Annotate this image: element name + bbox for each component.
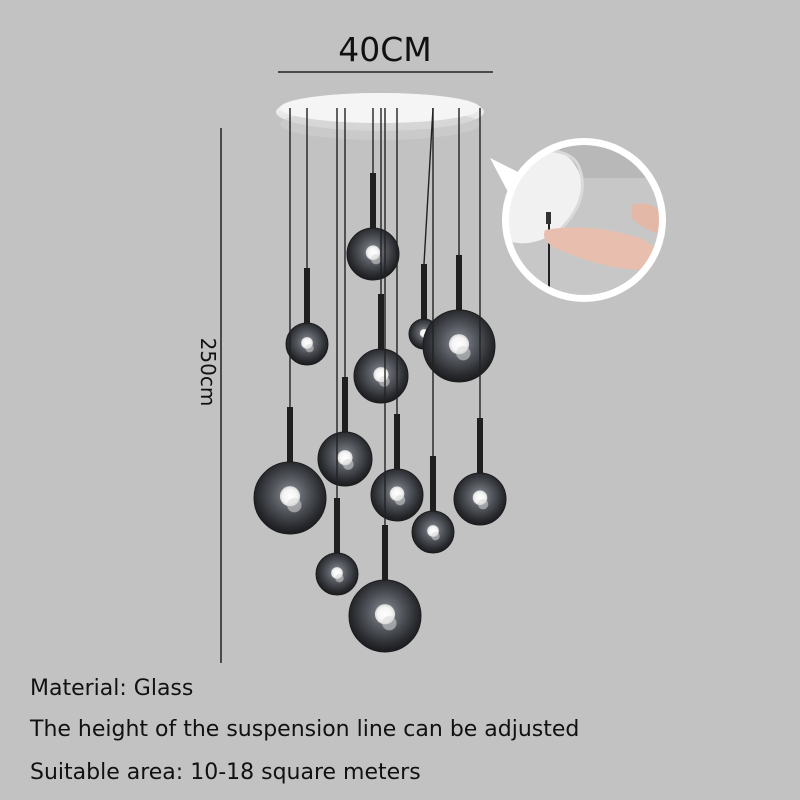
pendant-rod [456, 255, 462, 314]
pendant-rod [382, 525, 388, 584]
bulb-reflection [477, 499, 489, 510]
bulb-reflection [378, 376, 390, 387]
bulb-reflection [431, 532, 440, 541]
height-dimension-label: 250cm [196, 337, 220, 407]
spec-material: Material: Glass [30, 676, 194, 701]
bulb-reflection [342, 459, 354, 470]
pendant-rod [334, 498, 340, 557]
pendant-rod [287, 407, 293, 466]
pendant-rod [421, 264, 427, 323]
pendant-rod [378, 294, 384, 353]
detail-inset [490, 138, 666, 302]
pendant-rod [477, 418, 483, 477]
pendant-rod [304, 268, 310, 327]
spec-suspension: The height of the suspension line can be… [30, 717, 580, 742]
bulb-reflection [394, 495, 406, 506]
suspension-cord [423, 107, 434, 265]
bulb-reflection [456, 346, 471, 361]
ceiling-canopy [276, 93, 484, 140]
pendant-rod [342, 377, 348, 436]
pendant-rod [370, 173, 376, 232]
bulb-reflection [370, 254, 382, 265]
bulb-reflection [335, 574, 344, 583]
pendant-lights [253, 107, 507, 653]
bulb-reflection [382, 616, 397, 631]
spec-area: Suitable area: 10-18 square meters [30, 760, 421, 785]
pendant-rod [430, 456, 436, 515]
pendant-rod [394, 414, 400, 473]
width-dimension-label: 40CM [338, 30, 432, 69]
bulb-reflection [287, 498, 302, 513]
bulb-reflection [305, 344, 314, 353]
